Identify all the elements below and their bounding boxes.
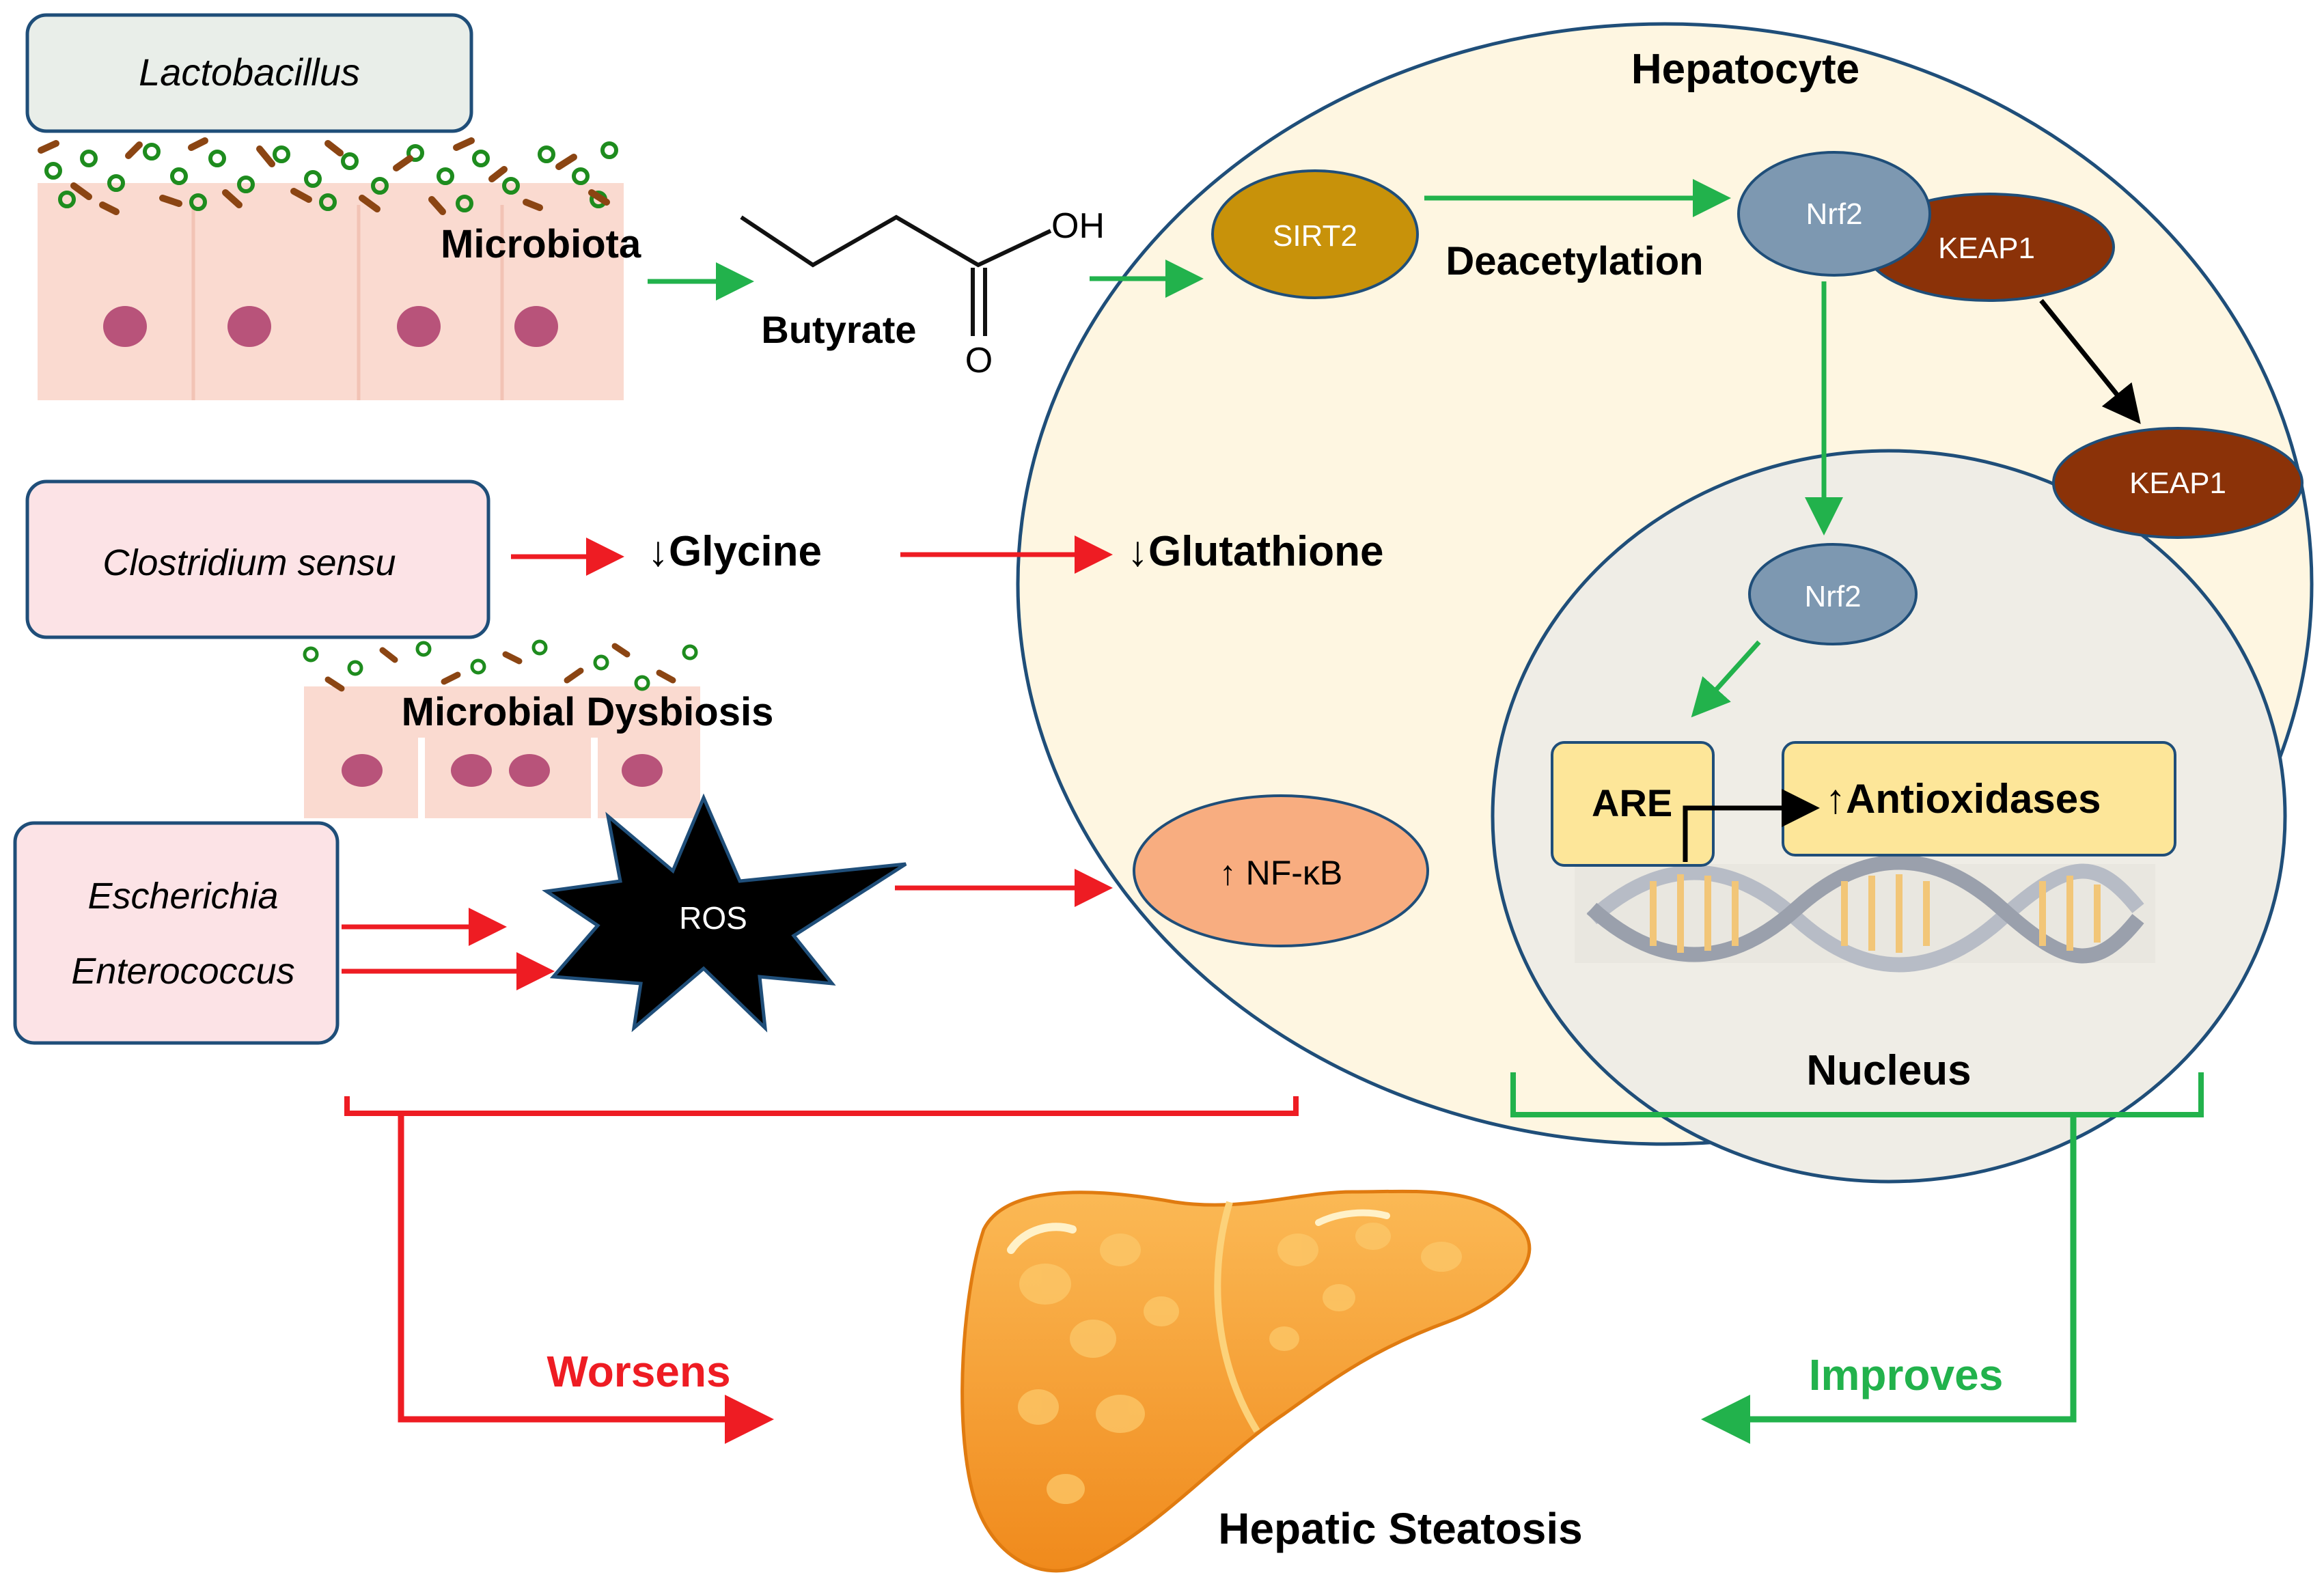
escherichia-enterococcus-box: [13, 821, 340, 1045]
dysbiosis-label: Microbial Dysbiosis: [402, 690, 774, 734]
improves-arrow: [1701, 1115, 2077, 1444]
lactobacillus-box: [25, 13, 473, 133]
nrf2-cytoplasm-label: Nrf2: [1806, 197, 1862, 231]
enterococcus-label: Enterococcus: [71, 951, 294, 992]
gut-cell-nuclei-icon: [103, 306, 558, 347]
escherichia-label: Escherichia: [87, 876, 278, 917]
improves-bracket: [1510, 1072, 2204, 1117]
sirt2-label: SIRT2: [1273, 219, 1357, 253]
keap1-release-arrow: [2039, 298, 2141, 424]
butyrate-structure-icon: [740, 214, 1052, 336]
nfkb-label: ↑ NF-κB: [1219, 854, 1343, 892]
hepatocyte-title: Hepatocyte: [1631, 46, 1859, 93]
antioxidases-label: ↑Antioxidases: [1825, 776, 2101, 822]
liver-icon: [960, 1189, 1532, 1573]
microbiota-label: Microbiota: [441, 222, 641, 266]
dysbiosis-cell-nuclei-icon: [342, 754, 663, 787]
butyrate-label: Butyrate: [761, 308, 916, 351]
sirt2-node: [1211, 169, 1419, 299]
nucleus-title: Nucleus: [1806, 1047, 1971, 1094]
bacteria-cluster-icon: [38, 137, 618, 215]
worsens-arrow: [398, 1113, 774, 1444]
improves-label: Improves: [1809, 1350, 2004, 1399]
gut-epithelium-dysbiotic: [303, 639, 700, 818]
dna-helix-icon: [1575, 854, 2155, 973]
ros-burst-icon: [542, 793, 907, 1033]
glutathione-label: ↓Glutathione: [1127, 528, 1383, 575]
keap1-free-label: KEAP1: [2129, 466, 2226, 500]
nucleus: Nucleus ARE ↑Antioxi: [1491, 449, 2287, 1184]
clostridium-box: [25, 479, 490, 639]
are-label: ARE: [1592, 781, 1672, 824]
nrf2-to-are-arrow: [1691, 640, 1761, 718]
butyrate-o-label: O: [965, 341, 993, 380]
clostridium-label: Clostridium sensu: [102, 542, 396, 583]
lactobacillus-label: Lactobacillus: [139, 51, 360, 94]
nrf2-cytoplasm-node: [1737, 151, 1931, 277]
glycine-label: ↓Glycine: [648, 528, 822, 575]
keap1-bound-label: KEAP1: [1938, 232, 2035, 265]
keap1-free-node: [2052, 427, 2304, 539]
worsens-label: Worsens: [547, 1347, 730, 1396]
are-box: [1551, 741, 1715, 867]
worsens-bracket: [344, 1096, 1299, 1116]
deacetylation-label: Deacetylation: [1445, 239, 1703, 283]
are-to-antioxidases-arrow: [1683, 789, 1820, 862]
nrf2-nuclear-node: [1748, 543, 1918, 645]
nfkb-node: [1133, 794, 1429, 947]
butyrate-oh-label: OH: [1051, 206, 1105, 246]
gut-epithelium-healthy: [38, 137, 624, 400]
dysbiosis-bacteria-icon: [303, 639, 698, 692]
nrf2-nuclear-label: Nrf2: [1804, 580, 1861, 613]
hepatic-steatosis-label: Hepatic Steatosis: [1218, 1504, 1583, 1553]
ros-label: ROS: [679, 900, 747, 936]
